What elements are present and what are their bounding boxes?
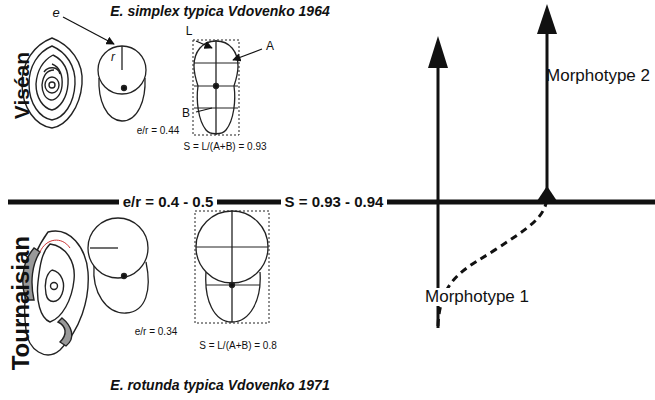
leader-line	[196, 108, 212, 112]
measure-letter: L	[186, 25, 193, 38]
ratio-value: e/r = 0.34	[135, 326, 178, 337]
measure-letter: A	[266, 40, 274, 53]
species-title: E. simplex typica Vdovenko 1964	[110, 4, 329, 19]
leader-line	[196, 41, 212, 48]
arrow-head	[537, 4, 557, 34]
morphotype-label: Morphotype 1	[421, 288, 533, 307]
chamber-outline	[98, 46, 146, 121]
lineage-arrow	[546, 32, 549, 200]
measure-letter: B	[182, 107, 190, 120]
stage-name: Tournaisian	[8, 236, 34, 370]
branch-point	[537, 186, 557, 201]
measure-letter: r	[111, 51, 115, 64]
leader-line	[233, 49, 262, 60]
ratio-value: e/r = 0.44	[137, 125, 180, 136]
morphotype-label: Morphotype 2	[546, 67, 650, 86]
boundary-value: e/r = 0.4 - 0.5	[119, 194, 217, 211]
shape-outline	[193, 40, 239, 135]
ratio-value: S = L/(A+B) = 0.8	[199, 340, 277, 351]
measure-letter: e	[52, 6, 59, 20]
chamber-outline	[88, 218, 148, 313]
shape-outline	[195, 211, 269, 323]
species-title: E. rotunda typica Vdovenko 1971	[110, 378, 329, 393]
boundary-value: S = 0.93 - 0.94	[281, 194, 388, 211]
transition-curve	[438, 198, 547, 326]
leader-line	[63, 17, 114, 44]
stage-name: Viséan	[10, 52, 33, 119]
arrow-head	[428, 36, 448, 68]
ratio-value: S = L/(A+B) = 0.93	[183, 141, 266, 152]
